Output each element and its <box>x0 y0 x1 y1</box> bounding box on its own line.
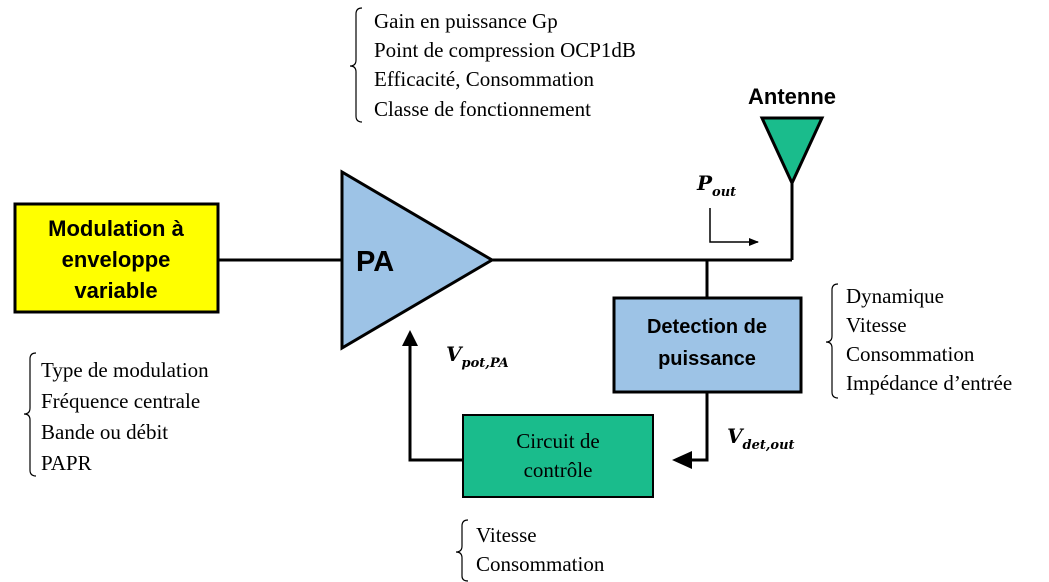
modulation-spec-item: PAPR <box>41 451 92 475</box>
arrowhead-to-pa <box>402 330 418 346</box>
detection-spec-item: Consommation <box>846 342 975 366</box>
detection-spec-item: Dynamique <box>846 284 944 308</box>
brace-detection-specs-icon <box>825 283 839 399</box>
control-box <box>462 414 654 498</box>
brace-icons <box>23 7 839 582</box>
detection-label-line2: puissance <box>658 348 756 370</box>
modulation-label-line2: enveloppe <box>62 247 171 272</box>
connection-wires <box>218 183 794 462</box>
detection-spec-item: Impédance d’entrée <box>846 371 1012 395</box>
detection-block: Detection de puissance <box>612 296 803 394</box>
antenna-icon <box>759 116 825 187</box>
pout-label: Pout <box>696 171 736 200</box>
control-label-line1: Circuit de <box>516 429 599 453</box>
modulation-label-line3: variable <box>74 278 157 303</box>
wire-detection-to-control <box>690 392 709 462</box>
control-spec-item: Vitesse <box>476 523 537 547</box>
pa-triangle <box>340 169 495 351</box>
control-specs-list: Vitesse Consommation <box>476 523 605 576</box>
antenna-label: Antenne <box>748 84 836 109</box>
detection-label-line1: Detection de <box>647 316 767 338</box>
arrowhead-to-control <box>672 451 692 469</box>
antenna: Antenne <box>748 84 836 187</box>
modulation-spec-item: Type de modulation <box>41 358 209 382</box>
pa-spec-item: Point de compression OCP1dB <box>374 38 636 62</box>
vpot-label: Vpot,PA <box>446 342 509 371</box>
brace-pa-specs-icon <box>349 7 363 123</box>
modulation-box <box>13 202 220 314</box>
control-spec-item: Consommation <box>476 552 605 576</box>
control-block: Circuit de contrôle <box>462 414 654 498</box>
detection-box <box>612 296 803 394</box>
pa-spec-item: Efficacité, Consommation <box>374 67 595 91</box>
brace-modulation-specs-icon <box>23 352 37 477</box>
pa-spec-item: Gain en puissance Gp <box>374 9 558 33</box>
pa-specs-list: Gain en puissance Gp Point de compressio… <box>374 9 636 121</box>
vdet-label: Vdet,out <box>727 424 795 453</box>
pa-spec-item: Classe de fonctionnement <box>374 97 591 121</box>
modulation-block: Modulation à enveloppe variable <box>13 202 220 314</box>
brace-control-specs-icon <box>455 519 469 582</box>
modulation-label-line1: Modulation à <box>48 216 184 241</box>
wire-control-to-pa <box>408 340 463 462</box>
pa-block: PA <box>340 169 495 351</box>
modulation-spec-item: Fréquence centrale <box>41 389 200 413</box>
modulation-spec-item: Bande ou débit <box>41 420 168 444</box>
pa-label: PA <box>356 246 394 278</box>
detection-spec-item: Vitesse <box>846 313 907 337</box>
modulation-specs-list: Type de modulation Fréquence centrale Ba… <box>41 358 209 475</box>
control-label-line2: contrôle <box>524 458 593 482</box>
detection-specs-list: Dynamique Vitesse Consommation Impédance… <box>846 284 1012 395</box>
pout-arrow <box>709 208 759 246</box>
